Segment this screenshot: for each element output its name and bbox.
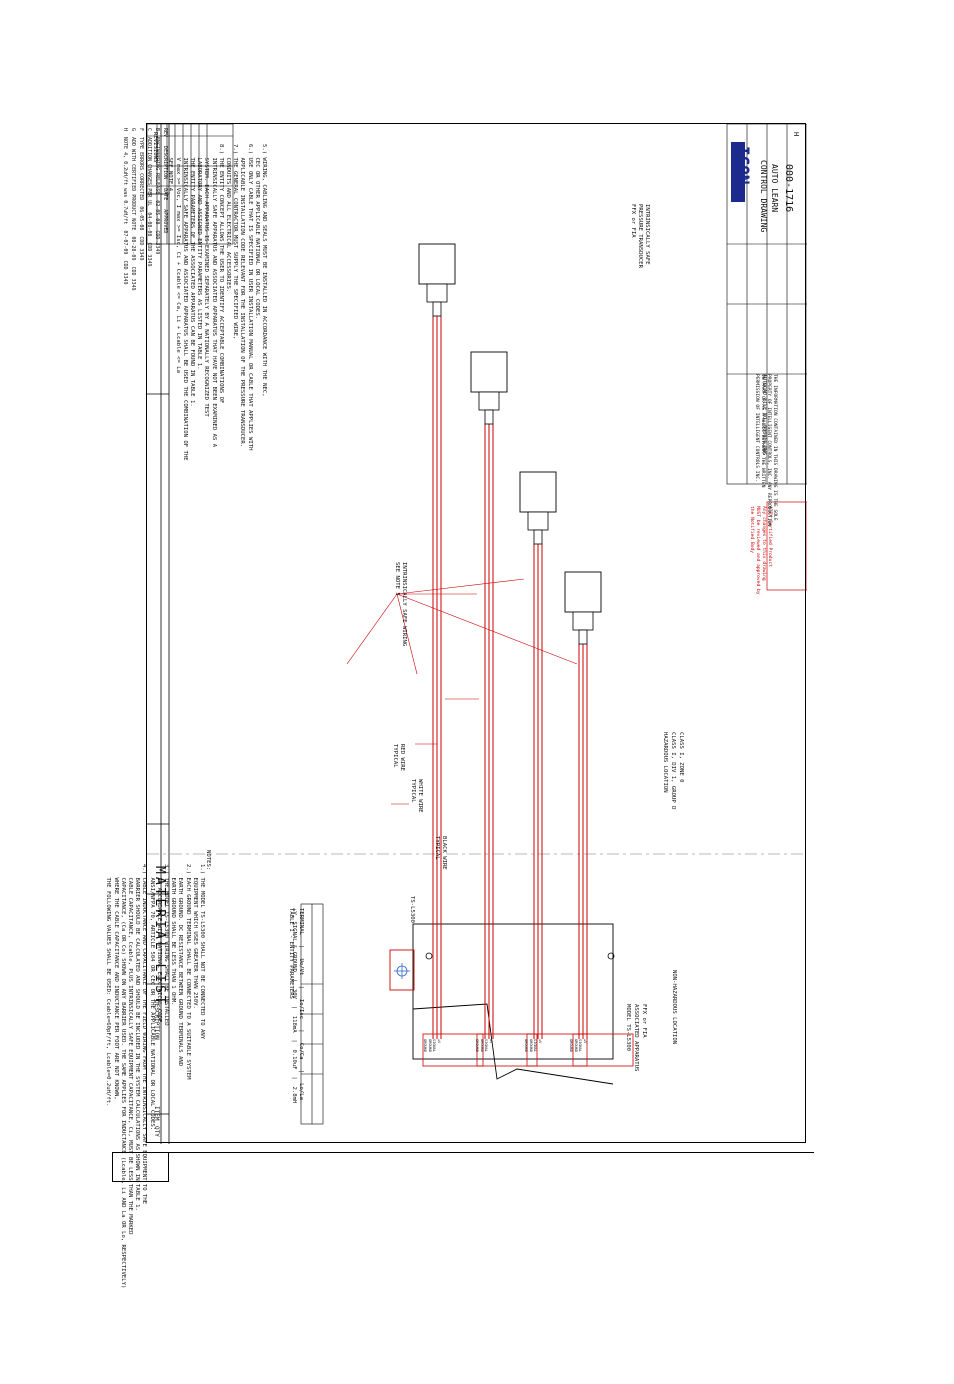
- barrier-enclosure: [389, 923, 614, 1085]
- note-left-line: 3.) THE MODEL TS-L5300 WIRING SHALL BE I…: [162, 864, 169, 1026]
- note-left-line: CAPACITANCE, (Ca OR Co) SHOWN ON ANY BAR…: [119, 864, 126, 1289]
- transducer-fitting: [478, 391, 500, 411]
- drawing-sheet: MATERIAL LIST ITEM QTY DESCRIPTION NOTES…: [105, 123, 807, 1288]
- footer-rule: [112, 1152, 814, 1153]
- certification-box: [766, 501, 807, 591]
- hazardous-label-3: CLASS I, ZONE 0: [678, 732, 684, 783]
- entity-table-grid: [300, 903, 324, 1125]
- transducer: [418, 243, 456, 317]
- note-right-line: INTRINSICALLY SAFE APPARATUS AND ASSOCIA…: [181, 144, 188, 461]
- note-right-line: LABORATORY AND ASSIGNED ENTITY PARAMETER…: [196, 144, 203, 370]
- control-drawing: [147, 124, 807, 1144]
- drawing-rev: H: [792, 132, 800, 137]
- ground-symbol: [394, 963, 410, 979]
- note-left-line: WHERE THE CABLE CAPACITANCE AND INDUCTAN…: [112, 864, 119, 1100]
- note-left-line: IN ACCORDANCE WITH NATIONAL ELECTRICAL C…: [155, 864, 162, 1023]
- transducer-cable-gland: [578, 629, 588, 645]
- terminal-blocks: [422, 1033, 634, 1067]
- note-right-line: INTRINSICALLY SAFE APPARATUS AND ASSOCIA…: [210, 144, 217, 448]
- hazardous-label-2: CLASS I, DIV 1, GROUP D: [670, 732, 676, 810]
- proprietary-note: THE INFORMATION CONTAINED IN THIS DRAWIN…: [754, 374, 777, 527]
- note-left-line: THE FOLLOWING VALUES SHALL BE USED: Ccab…: [105, 864, 112, 1107]
- note-left-line: EARTH GROUND SHALL BE LESS THAN 1 OHM.: [170, 864, 177, 1006]
- transducer: [519, 471, 557, 545]
- note-left-line: 4.) CABLE INDUCTANCE AND CAPACITANCE OF …: [141, 864, 148, 1205]
- note-left-line: 1.) THE MODEL TS-L5300 SHALL NOT BE CONN…: [199, 864, 205, 1040]
- non-hazardous-label: NON-HAZARDOUS LOCATION: [671, 970, 677, 1045]
- revisions-table: [147, 124, 234, 245]
- notes-left: 1.) THE MODEL TS-L5300 SHALL NOT BE CONN…: [104, 864, 205, 1384]
- drawing-title: CONTROL DRAWING: [759, 160, 768, 233]
- drawing-subtitle: AUTO LEARN: [770, 164, 779, 213]
- note-right-line: APPLICABLE INSTALLATION CODE RELEVANT FO…: [239, 144, 246, 448]
- terminal-screws: [425, 952, 615, 960]
- white-wire-label: WHITE WIRE TYPICAL: [409, 779, 423, 813]
- transducer-fitting: [426, 283, 448, 303]
- note-right-line: 6.) USE ONLY CABLE THAT IS SPECIFIED IN …: [246, 144, 253, 451]
- model-label: MODEL TS-L5300: [625, 1004, 631, 1052]
- red-wire-label: RED WIRE TYPICAL: [391, 744, 405, 771]
- transducer-label: INTRINSICALLY SAFE PRESSURE TRANSDUCER F…: [629, 204, 650, 268]
- transducer: [564, 571, 602, 645]
- revision-row: H NOTE 4, 0.2uH/ft was 0.7uH/ft 07-07-09…: [122, 128, 128, 285]
- is-wiring-label: INTRINSICALLY SAFE WIRING SEE NOTE 5: [393, 562, 407, 647]
- entity-table-row: +V, SIGNAL & GROUND | 30V | 118mA | 0.10…: [290, 908, 297, 1104]
- note-right-line: 7.) THE GENERAL CONTRACTOR MUST SUPPLY T…: [232, 144, 239, 340]
- transducer-cable-gland: [533, 529, 543, 545]
- revisions-header: REV DESCRIPTION DATE APPROVED: [162, 128, 168, 234]
- drawing-number: 000-1716: [783, 164, 794, 213]
- note-right-line: 8.) THE ENTITY CONCEPT ALLOWS THE USER T…: [217, 144, 224, 404]
- field-wiring: [432, 316, 588, 1039]
- terminal-label: +V SIGNAL GROUND GROUND: [423, 1039, 442, 1052]
- note-left-line: BARRIER SHOULD BE CALCULATED AND SHOULD …: [134, 864, 141, 1211]
- note-left-line: CABLE CAPACITANCE, Ccable, PLUS INTRINSI…: [126, 864, 133, 1235]
- note-left-line: EARTH GROUND. DC RESISTANCE BETWEEN GROU…: [177, 864, 184, 1067]
- model-label-2: ASSOCIATED APPARATUS: [633, 1004, 639, 1072]
- transducer: [470, 351, 508, 425]
- page-number-box: [112, 1152, 169, 1182]
- transducer-cable-gland: [484, 409, 494, 425]
- entity-table: TERMINAL | Uo/Vt | Io/Isc | Co/Ca | Lo/L…: [290, 908, 304, 1103]
- pressure-transducers: [418, 243, 602, 645]
- notes-right: 5.) WIRING, CABLING AND SEALS MUST BE IN…: [166, 144, 267, 584]
- transducer-body: [519, 471, 557, 513]
- transducer-fitting: [527, 511, 549, 531]
- revision-row: F TYPE ERRORS CORRECTED 06-05-08 CDD 334…: [138, 128, 144, 261]
- transducer-body: [470, 351, 508, 393]
- note-right-line: CONDUITS AND ALL ELECTRICAL ACCESSORIES.: [224, 144, 231, 293]
- entity-table-header: TERMINAL | Uo/Vt | Io/Isc | Co/Ca | Lo/L…: [298, 908, 304, 1100]
- note-left-line: 2.) EACH GROUND TERMINAL SHALL BE CONNEC…: [184, 864, 191, 1080]
- note-right-line: THE ENTITY PARAMETERS OF THE ASSOCIATED …: [188, 144, 195, 407]
- terminal-label: +V SIGNAL GROUND GROUND: [569, 1039, 588, 1052]
- revision-row: G ADD WITH CERTIFIED PRODUCT NOTE 08-28-…: [130, 128, 136, 291]
- leader-lines: [346, 578, 578, 805]
- note-right-line: SYSTEM. EACH APPARATUS IS EXAMINED SEPAR…: [203, 144, 210, 417]
- note-left-line: ANSI/NFPA 70, ARTICLE 504 OR CEC OR THE …: [148, 864, 155, 1131]
- ts-label: TS-L5300: [409, 896, 415, 923]
- transducer-body: [564, 571, 602, 613]
- transducer-cable-gland: [432, 301, 442, 317]
- revision-row: B ENGINEERING RELEASE 02-05-08 CDD 3349: [154, 128, 160, 255]
- note-left-line: EQUIPMENT WHICH USES GREATER THAN 250V.: [191, 864, 198, 1009]
- revision-row: C ADDITION CHANGES PER UL 04-08-08 CDD 3…: [146, 128, 152, 267]
- terminal-label: +V SIGNAL GROUND GROUND: [475, 1039, 494, 1052]
- model-label-3: FFX or FIA: [641, 1004, 647, 1038]
- black-wire-label: BLACK WIRE TYPICAL: [433, 836, 447, 870]
- note-right-line: CEC OR OTHER APPLICABLE NATIONAL OR LOCA…: [253, 144, 260, 320]
- note-right-line: 5.) WIRING, CABLING AND SEALS MUST BE IN…: [261, 144, 267, 397]
- transducer-fitting: [572, 611, 594, 631]
- title-block: [726, 124, 807, 485]
- hazardous-label-1: HAZARDOUS LOCATION: [662, 732, 668, 793]
- terminal-label: +V SIGNAL GROUND GROUND: [524, 1039, 543, 1052]
- company-name: ICON: [734, 146, 753, 185]
- material-list-table: [147, 124, 170, 1144]
- note-right-line: V max >= Voc, I max >= Isc, Ci + Ccable …: [174, 144, 181, 374]
- transducer-body: [418, 243, 456, 285]
- company-logo: [731, 142, 745, 202]
